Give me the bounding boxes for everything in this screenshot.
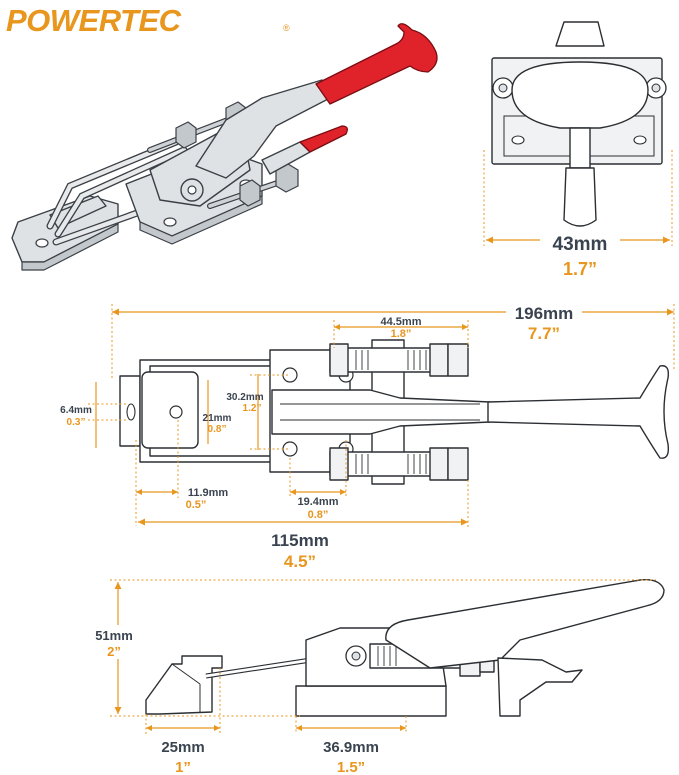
nut-3 [239, 179, 261, 207]
end-width-in: 1.7” [563, 259, 597, 279]
end-view-lever [511, 61, 649, 129]
end-width-mm: 43mm [553, 234, 608, 255]
side-view-trigger [497, 657, 583, 717]
top-view-base-hole-1 [282, 367, 298, 383]
base-length-mm: 36.9mm [323, 739, 379, 756]
top-view-handle [487, 365, 670, 459]
base-hole-1 [163, 217, 177, 227]
top-view-hook-hole [169, 405, 183, 419]
hook-hole-span-in: 0.8” [208, 424, 227, 435]
hook-offset-in: 0.5” [186, 499, 207, 511]
top-view-base-hole-2 [282, 441, 298, 457]
max-reach-mm: 115mm [271, 531, 329, 550]
side-view-illustration [145, 579, 665, 717]
hook-hole-span-mm: 21mm [203, 413, 232, 424]
bolt-span-mm: 44.5mm [381, 316, 422, 328]
end-view-hole-2 [633, 135, 647, 145]
slot-width-mm: 6.4mm [60, 405, 92, 416]
max-reach-in: 4.5” [284, 552, 316, 571]
side-view-dimensions [110, 579, 656, 734]
base-plate-edge [139, 195, 263, 245]
brand-registered-mark: ® [283, 23, 290, 33]
catch-length-in: 1” [175, 759, 191, 775]
top-view-nut-2 [429, 343, 449, 377]
base-hole-span-in: 1.2” [243, 403, 262, 414]
height-in: 2” [107, 644, 121, 659]
side-view-lever [385, 579, 665, 669]
bolt-span-in: 1.8” [391, 328, 412, 340]
slot-width-in: 0.3” [67, 417, 86, 428]
isometric-clamp-illustration [11, 23, 438, 271]
overall-length-mm: 196mm [515, 304, 574, 323]
brand-name: POWERTEC [6, 3, 182, 38]
top-view-nut-4 [429, 447, 449, 481]
lever-arm [195, 79, 331, 179]
top-view-nut-3 [329, 447, 349, 481]
end-view-pivot-top [555, 21, 605, 47]
hole-offset-mm: 19.4mm [298, 496, 339, 508]
red-trigger-grip [299, 125, 348, 153]
overall-length-in: 7.7” [528, 324, 560, 343]
hook-offset-mm: 11.9mm [188, 487, 229, 499]
pivot-pin [187, 185, 197, 195]
side-view-catch [145, 655, 223, 715]
base-hole-span-mm: 30.2mm [226, 392, 263, 403]
top-view-lever [271, 389, 491, 435]
top-view-catch-slot [126, 403, 136, 421]
brand-logo: POWERTEC ® [6, 3, 290, 38]
end-view-hole-1 [511, 135, 525, 145]
base-length-in: 1.5” [337, 759, 365, 775]
side-view-base [295, 685, 447, 717]
nut-1 [175, 121, 197, 149]
end-view-illustration [483, 21, 673, 246]
height-mm: 51mm [95, 628, 133, 643]
catch-plate-edge [21, 223, 119, 271]
hole-offset-in: 0.8” [308, 509, 329, 521]
top-view-illustration [119, 339, 670, 485]
top-view-nut-1 [329, 343, 349, 377]
catch-length-mm: 25mm [161, 739, 204, 756]
catch-hole [35, 238, 49, 248]
red-handle-grip [315, 23, 438, 105]
end-view-handle [563, 167, 597, 227]
